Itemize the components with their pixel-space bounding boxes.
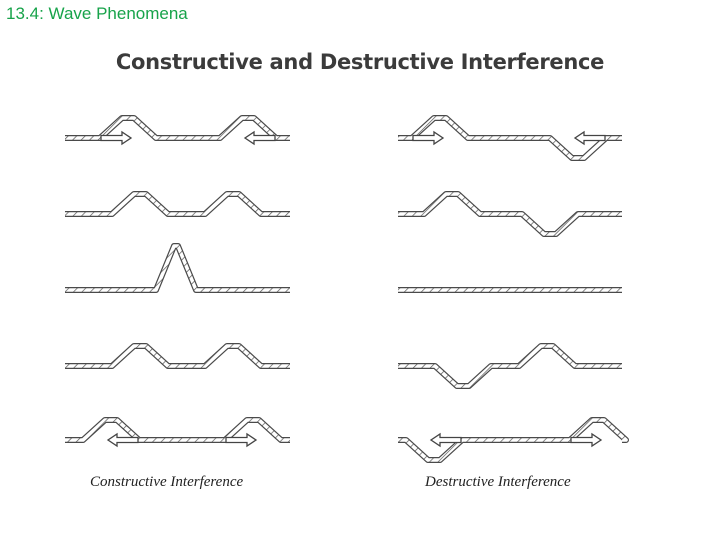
constructive-wave-row-2 (65, 192, 290, 216)
right-arrow-icon (100, 130, 133, 146)
constructive-wave-row-3 (65, 244, 290, 292)
constructive-wave-row-3-outline (65, 243, 290, 293)
left-arrow-icon (573, 130, 606, 146)
right-arrow-icon (412, 130, 445, 146)
destructive-wave-row-5 (398, 418, 628, 462)
slide-title: 13.4: Wave Phenomena (6, 4, 188, 23)
constructive-caption: Constructive Interference (90, 474, 244, 490)
constructive-wave-row-4 (65, 344, 290, 368)
right-arrow-icon (225, 432, 258, 448)
destructive-wave-row-4 (398, 344, 622, 388)
left-arrow-icon (243, 130, 276, 146)
destructive-wave-row-1 (398, 116, 622, 160)
constructive-wave-row-5-outline (65, 417, 290, 443)
destructive-caption: Destructive Interference (425, 474, 571, 490)
constructive-wave-row-1 (65, 116, 290, 140)
left-arrow-icon (106, 432, 139, 448)
right-arrow-icon (570, 432, 603, 448)
left-arrow-icon (429, 432, 462, 448)
figure-title: Constructive and Destructive Interferenc… (115, 50, 605, 74)
constructive-wave-row-5 (65, 418, 290, 442)
destructive-wave-row-2 (398, 192, 622, 236)
